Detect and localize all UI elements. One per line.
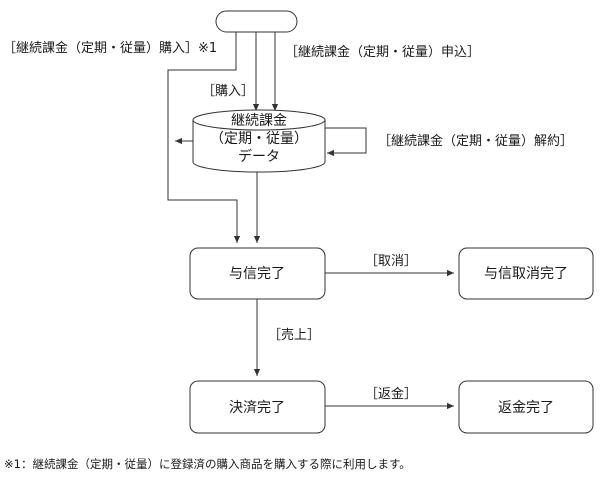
label-refund: ［返金］: [365, 386, 417, 402]
edge-start-to-credit: [167, 32, 241, 243]
db-node-line2: （定期・従量）: [210, 131, 308, 147]
label-apply: ［継続課金（定期・従量）申込］: [285, 44, 480, 60]
refund-done-label: 返金完了: [498, 400, 554, 416]
db-node-top: [192, 109, 326, 131]
credit-cancel-done-label: 与信取消完了: [484, 266, 568, 282]
settle-done-label: 決済完了: [229, 400, 285, 416]
credit-cancel-done-node: [458, 247, 594, 300]
label-cancel: ［取消］: [365, 254, 417, 269]
db-node-line1: 継続課金: [231, 112, 287, 129]
edge-db-self-loop: [325, 127, 367, 157]
footnote: ※1：継続課金（定期・従量）に登録済の購入商品を購入する際に利用します。: [4, 457, 411, 471]
start-node: [215, 10, 298, 33]
db-node-body: [192, 120, 326, 173]
label-purchase: ［購入］: [202, 84, 254, 99]
label-purchase-note: ［継続課金（定期・従量）購入］※1: [3, 40, 217, 56]
label-sale: ［売上］: [268, 327, 320, 343]
settle-done-node: [189, 380, 326, 434]
label-cancel-contract: ［継続課金（定期・従量）解約］: [378, 133, 573, 149]
refund-done-node: [458, 380, 594, 434]
db-node-line3: データ: [238, 148, 280, 165]
credit-done-label: 与信完了: [229, 266, 285, 282]
